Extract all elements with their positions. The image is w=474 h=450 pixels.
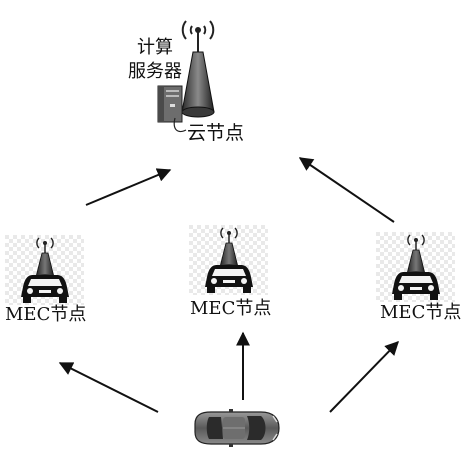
mec-node-2-label-suffix: 节点 [235, 298, 272, 319]
mec-node-1-icon [5, 235, 84, 305]
server-icon [157, 85, 187, 133]
mec-node-3-icon [376, 232, 455, 302]
server-label: 计算 服务器 [128, 36, 182, 84]
cloud-node-label: 云节点 [187, 122, 245, 144]
cloud-tower-icon [181, 20, 215, 118]
arrow-vehicle-to-mec3 [329, 340, 399, 413]
mec-node-2-label: MEC节点 [190, 300, 271, 318]
server-label-line1: 计算 [137, 37, 173, 58]
server-label-line2: 服务器 [128, 61, 182, 82]
arrow-mec3-to-cloud [298, 157, 395, 223]
mec-node-1-label-suffix: 节点 [50, 304, 87, 325]
mec-node-3-label-prefix: MEC [380, 302, 426, 323]
mec-node-3-label: MEC节点 [380, 304, 461, 322]
arrow-vehicle-to-mec1 [58, 362, 159, 413]
mec-node-2-icon [189, 225, 268, 295]
mec-node-3-label-suffix: 节点 [425, 302, 462, 323]
mec-node-1-label: MEC节点 [5, 306, 86, 324]
mec-node-1-label-prefix: MEC [5, 304, 51, 325]
arrow-mec1-to-cloud [85, 168, 172, 206]
mec-node-2-label-prefix: MEC [190, 298, 236, 319]
vehicle-icon [194, 409, 280, 447]
